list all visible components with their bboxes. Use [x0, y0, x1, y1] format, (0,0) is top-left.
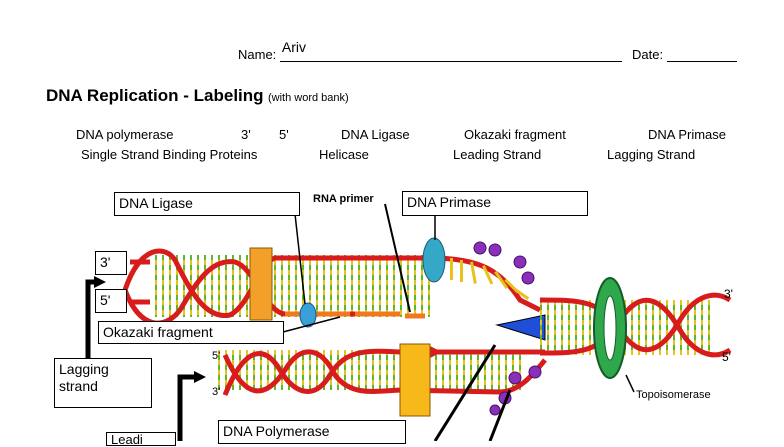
name-row: Name: Ariv	[238, 39, 622, 62]
date-row: Date:	[632, 47, 737, 62]
name-label: Name:	[238, 47, 277, 62]
dna-polymerase-label-box: DNA Polymerase	[218, 420, 406, 444]
leading-arrow-icon	[430, 346, 442, 358]
ssb-pointer	[488, 389, 512, 441]
page-title: DNA Replication - Labeling (with word ba…	[46, 86, 349, 106]
parent-backbone-top	[539, 292, 732, 353]
date-label: Date:	[632, 47, 664, 62]
ligase-icon	[299, 302, 317, 328]
dna-primase-label: DNA Primase	[407, 194, 492, 210]
rna-primer-pointer	[384, 203, 411, 313]
date-field[interactable]	[666, 47, 737, 62]
ligase-pointer	[294, 213, 306, 305]
three-prime-lower-label: 3'	[212, 386, 221, 398]
polymerase-block-upper	[249, 247, 273, 321]
three-prime-top-label: 3'	[100, 254, 111, 270]
helicase-pointer	[433, 344, 497, 441]
lagging-label: Lagging strand	[59, 361, 109, 394]
parent-backbone-bottom	[539, 297, 732, 358]
word-bank-item: Okazaki fragment	[464, 127, 566, 142]
name-field[interactable]: Ariv	[279, 39, 622, 62]
dna-primase-label-box: DNA Primase	[402, 191, 588, 216]
topoisomerase-label: Topoisomerase	[636, 389, 711, 401]
okazaki-label-box: Okazaki fragment	[98, 321, 284, 344]
lagging-duplex-bases	[150, 255, 430, 317]
fork-unpaired-bases	[450, 258, 530, 300]
five-prime-top-label: 5'	[100, 292, 111, 308]
lagging-arrow-icon	[94, 276, 106, 288]
dna-ligase-label-box: DNA Ligase	[114, 192, 300, 216]
name-value: Ariv	[281, 39, 307, 55]
word-bank-item: DNA Primase	[648, 127, 727, 142]
dna-polymerase-label: DNA Polymerase	[223, 423, 330, 439]
polymerase-block-lower	[399, 343, 431, 417]
five-prime-lower-label: 5'	[212, 350, 221, 362]
word-bank-item: Helicase	[319, 147, 369, 162]
rna-primer-label: RNA primer	[313, 193, 374, 205]
word-bank-item: 3'	[241, 127, 251, 142]
fork-top-strand	[429, 255, 542, 313]
primase-icon	[422, 237, 446, 283]
topoisomerase-hole	[603, 295, 617, 361]
five-prime-right-label: 5'	[722, 350, 731, 364]
word-bank-item: DNA polymerase	[76, 127, 174, 142]
leading-backbone-top	[222, 348, 545, 396]
word-bank-item: DNA Ligase	[341, 127, 410, 142]
title-sub: (with word bank)	[268, 92, 349, 104]
lagging-bracket	[85, 279, 96, 358]
leading-arrow-icon	[194, 371, 206, 383]
topoisomerase-pointer	[625, 374, 635, 393]
word-bank-item: 5'	[279, 127, 289, 142]
three-prime-top-box: 3'	[95, 251, 127, 275]
leading-label: Leadi	[111, 432, 143, 447]
lagging-label-box: Lagging strand	[54, 358, 152, 408]
word-bank-item: Single Strand Binding Proteins	[81, 147, 258, 162]
dna-ligase-label: DNA Ligase	[119, 195, 193, 211]
leading-bracket	[177, 374, 196, 441]
title-main: DNA Replication - Labeling	[46, 86, 264, 105]
okazaki-label: Okazaki fragment	[103, 324, 213, 340]
word-bank-item: Leading Strand	[453, 147, 542, 162]
leading-label-box: Leadi	[106, 432, 176, 447]
word-bank-item: Lagging Strand	[607, 147, 696, 162]
five-prime-top-box: 5'	[95, 289, 127, 313]
three-prime-right-label: 3'	[724, 287, 733, 301]
okazaki-pointer	[282, 316, 341, 333]
helicase-icon	[495, 314, 546, 341]
